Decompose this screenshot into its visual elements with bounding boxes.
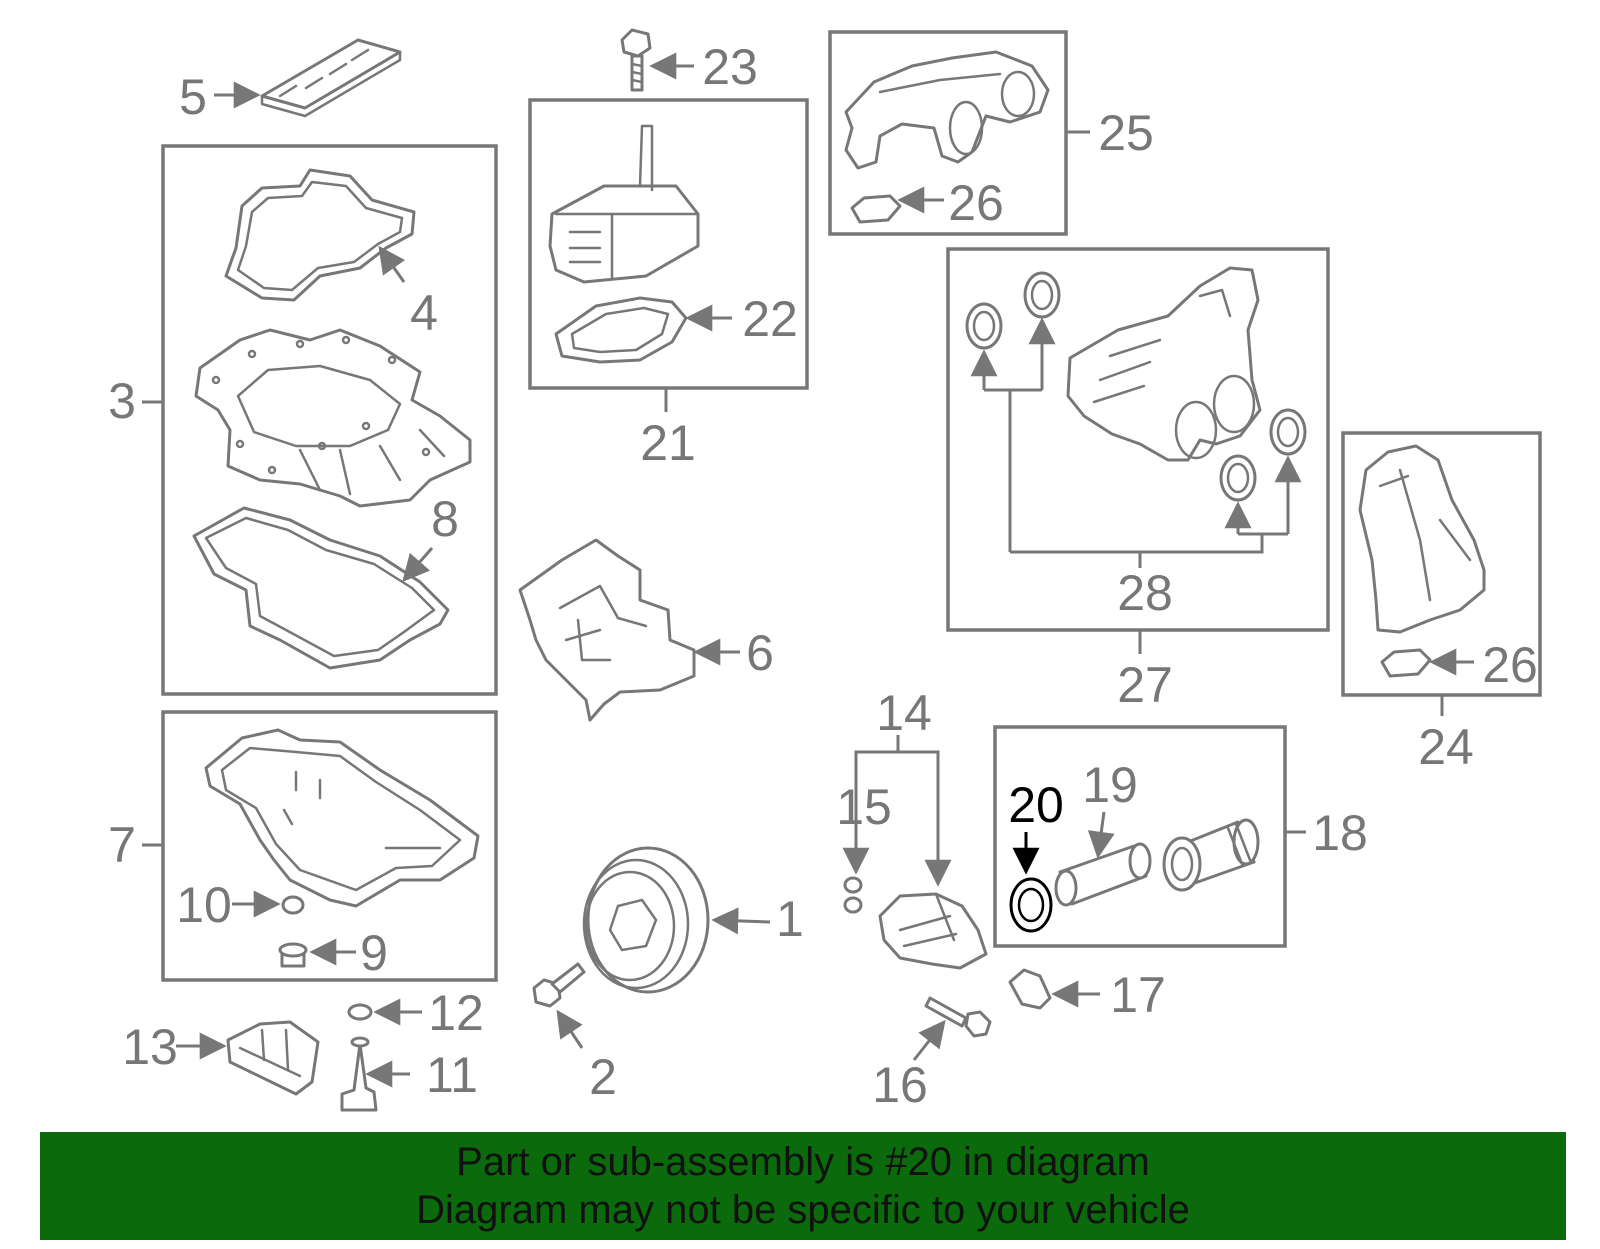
- callout-label-14: 14: [876, 685, 932, 741]
- callout-label-23: 23: [702, 39, 758, 95]
- part-11-oil-level-tube: [340, 1036, 378, 1112]
- callout-label-22: 22: [742, 291, 798, 347]
- part-6-cover: [518, 538, 696, 722]
- callout-label-26b: 26: [1482, 637, 1538, 693]
- part-7-lower-oil-pan: [204, 728, 480, 908]
- part-28-o-ring-d: [1269, 408, 1307, 456]
- part-28-o-ring-c: [1219, 454, 1257, 502]
- callout-label-17: 17: [1110, 967, 1166, 1023]
- part-19-oil-filter-element: [1054, 842, 1152, 907]
- info-banner: Part or sub-assembly is #20 in diagram D…: [40, 1132, 1566, 1240]
- part-28-intake-manifold: [1066, 266, 1262, 462]
- callout-label-6: 6: [746, 625, 774, 681]
- callout-labels: 1234567891011121314151617181920212223242…: [108, 39, 1538, 1113]
- callout-label-8: 8: [431, 491, 459, 547]
- callout-label-13: 13: [122, 1019, 178, 1075]
- callout-label-27: 27: [1117, 657, 1173, 713]
- callout-label-11: 11: [426, 1047, 478, 1103]
- part-1-crankshaft-pulley: [582, 846, 710, 994]
- part-3-oil-pan: [194, 328, 472, 508]
- callout-label-3: 3: [108, 373, 136, 429]
- callout-label-28: 28: [1117, 565, 1173, 621]
- part-21-oil-cooler: [548, 124, 700, 284]
- part-22-gasket: [554, 296, 688, 364]
- part-4-oil-pan-gasket: [224, 168, 416, 302]
- banner-line-2: Diagram may not be specific to your vehi…: [416, 1188, 1190, 1232]
- callout-label-24: 24: [1418, 719, 1474, 775]
- part-24-duct: [1358, 444, 1486, 634]
- leader-28-base: [1010, 534, 1264, 554]
- group-box-18: [993, 725, 1287, 948]
- part-15-washer-b: [843, 896, 863, 914]
- callout-label-5: 5: [179, 69, 207, 125]
- callout-label-15: 15: [836, 779, 892, 835]
- part-17-pressure-sensor: [1008, 968, 1052, 1010]
- callout-label-26a: 26: [948, 175, 1004, 231]
- part-26-gasket-upper: [850, 194, 902, 224]
- leader-2: [556, 1009, 584, 1049]
- part-2-bolt: [532, 962, 586, 1008]
- callout-label-10: 10: [176, 877, 232, 933]
- leader-16: [912, 1019, 946, 1061]
- part-28-o-ring-a: [965, 302, 1003, 350]
- leader-4: [378, 245, 406, 283]
- part-16-bolt: [924, 996, 992, 1038]
- leader-1: [711, 907, 771, 935]
- part-14-oil-filter-housing: [878, 892, 988, 970]
- callout-label-2: 2: [589, 1049, 617, 1105]
- callout-label-21: 21: [640, 415, 696, 471]
- part-12-washer: [347, 1003, 373, 1021]
- banner-line-1: Part or sub-assembly is #20 in diagram: [456, 1140, 1150, 1184]
- leader-8: [402, 547, 434, 583]
- callout-label-1: 1: [776, 891, 804, 947]
- callout-label-7: 7: [108, 817, 136, 873]
- part-18-filter-cap: [1162, 818, 1260, 892]
- part-28-o-ring-b: [1023, 271, 1061, 319]
- leader-19: [1087, 811, 1115, 859]
- part-20-o-ring: [1009, 877, 1053, 933]
- part-25-intake-duct: [844, 50, 1050, 170]
- part-26-gasket-lower: [1380, 648, 1432, 678]
- callout-label-12: 12: [428, 985, 484, 1041]
- part-9-drain-plug: [278, 942, 308, 968]
- part-8-gasket: [192, 506, 450, 670]
- part-10-washer: [281, 895, 305, 915]
- callout-label-4: 4: [410, 285, 438, 341]
- callout-label-18: 18: [1312, 805, 1368, 861]
- group-box-3: [161, 144, 498, 696]
- group-box-21: [528, 98, 809, 390]
- group-box-27: [946, 247, 1330, 632]
- callout-label-19: 19: [1082, 757, 1138, 813]
- part-5-gasket-set: [260, 38, 402, 118]
- callout-label-20: 20: [1008, 777, 1064, 833]
- callout-label-25: 25: [1098, 105, 1154, 161]
- callout-label-9: 9: [360, 925, 388, 981]
- part-13-bracket: [226, 1020, 320, 1096]
- part-15-washer-a: [843, 876, 863, 894]
- callout-label-16: 16: [872, 1057, 928, 1113]
- part-23-bolt: [620, 28, 652, 92]
